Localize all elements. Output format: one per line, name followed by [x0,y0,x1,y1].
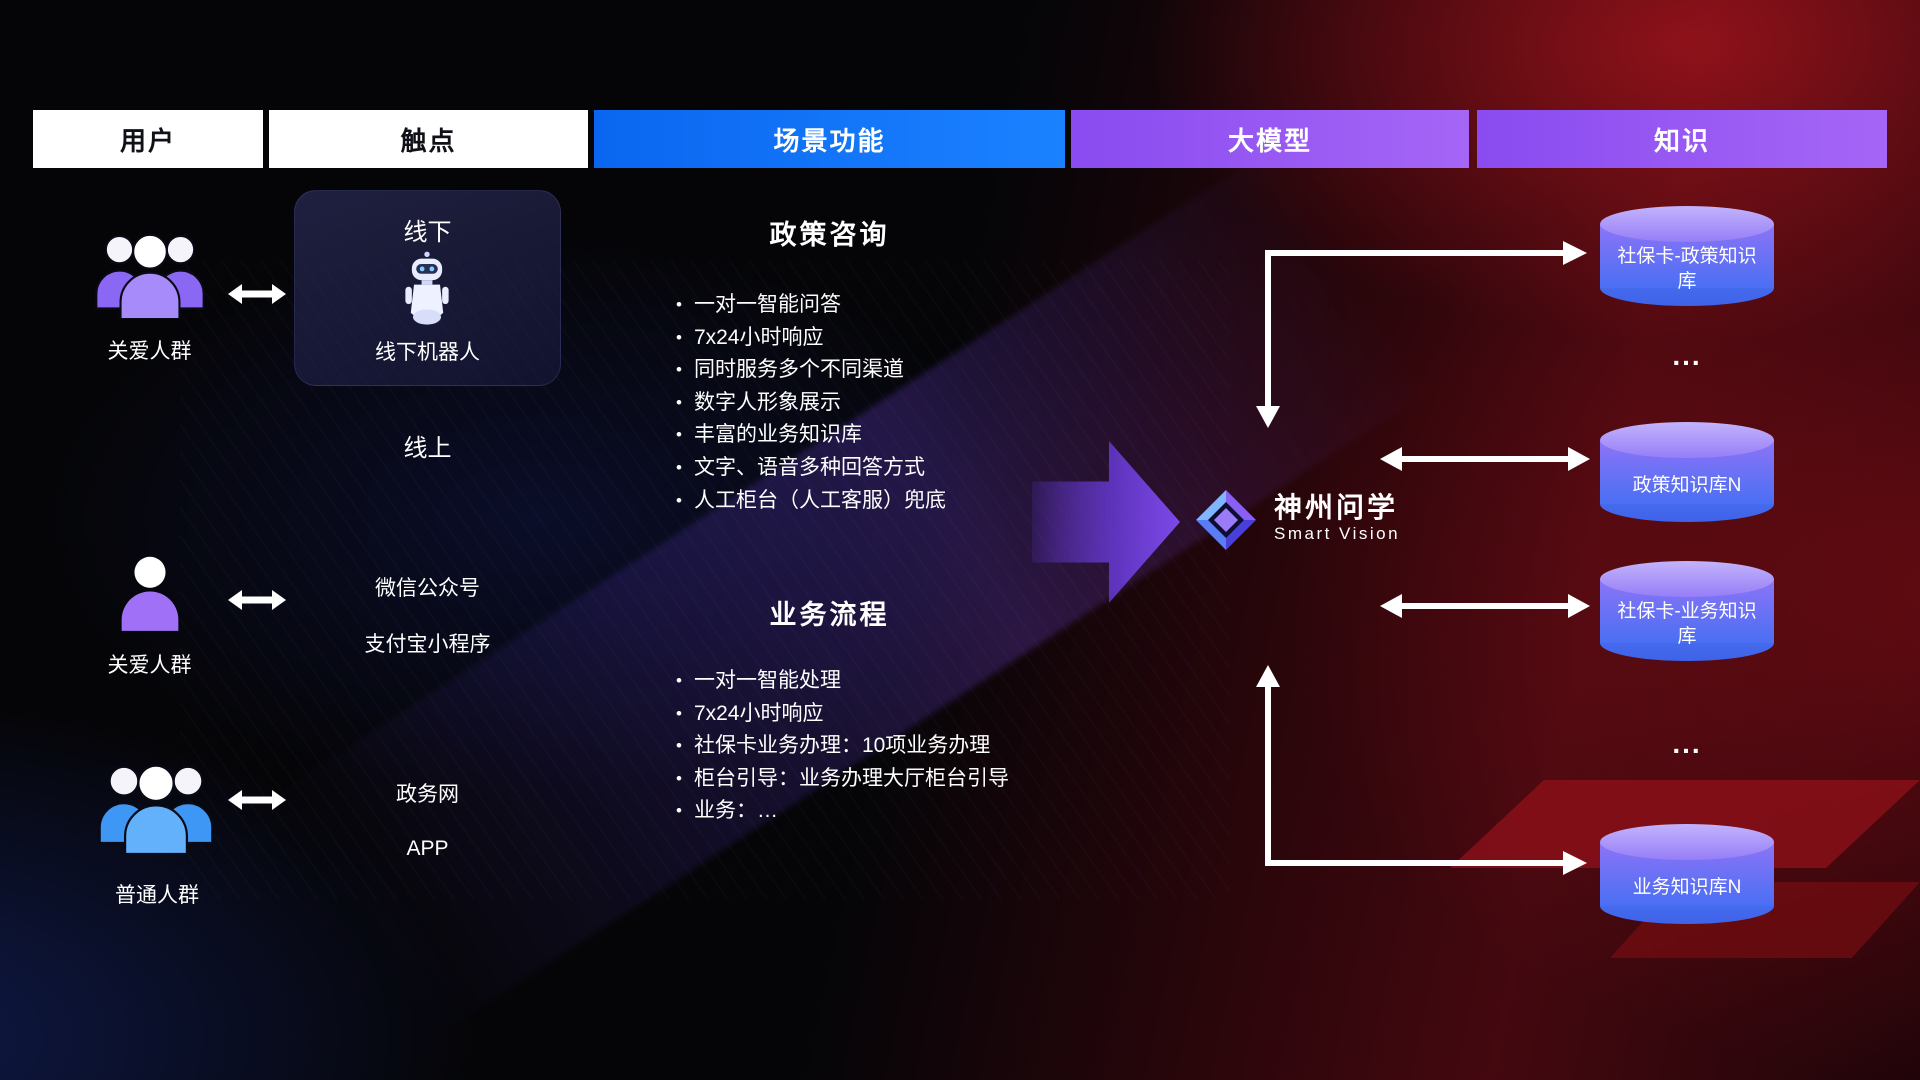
brand-logo-icon [1194,487,1258,553]
list-item: 丰富的业务知识库 [676,419,1096,452]
knowledge-db-business-ssc: 社保卡-业务知识库 [1600,561,1774,661]
user-person-purple-icon [118,552,182,631]
left-right-arrow-icon [228,282,286,306]
ellipsis-label: ... [1672,728,1702,759]
policy-list: 一对一智能问答 7x24小时响应 同时服务多个不同渠道 数字人形象展示 丰富的业… [676,289,1096,517]
list-item: 柜台引导：业务办理大厅柜台引导 [676,763,1106,796]
elbow-arrow-top-icon [1245,228,1595,438]
header-knowledge: 知识 [1477,110,1887,168]
list-item: 7x24小时响应 [676,322,1096,355]
header-model: 大模型 [1071,110,1469,168]
database-label: 业务知识库N [1632,876,1742,898]
header-touchpoint: 触点 [269,110,588,168]
database-label: 政策知识库N [1632,474,1742,496]
user-group-label: 关爱人群 [107,340,192,363]
brand-text-block: 神州问学 Smart Vision [1274,493,1494,545]
robot-icon [403,250,451,330]
left-right-arrow-icon [228,588,286,612]
users-group-purple-icon [92,218,208,321]
user-group-label: 关爱人群 [107,654,192,677]
policy-section-title: 政策咨询 [769,220,890,250]
left-right-arrow-icon [228,788,286,812]
list-item: 一对一智能处理 [676,665,1106,698]
knowledge-db-business-n: 业务知识库N [1600,824,1774,924]
double-arrow-icon [1380,446,1590,472]
database-label: 社保卡-业务知识库 [1617,601,1757,647]
ellipsis-label: ... [1672,340,1702,371]
offline-title: 线下 [403,219,452,246]
online-title: 线上 [403,435,452,462]
double-arrow-icon [1380,593,1590,619]
user-group-label: 普通人群 [115,884,199,907]
gov-web-label: 政务网 [396,783,459,806]
header-scenario: 场景功能 [594,110,1065,168]
list-item: 社保卡业务办理：10项业务办理 [676,730,1106,763]
offline-touchpoint-card [294,190,561,386]
users-group-blue-icon [95,748,217,856]
elbow-arrow-bottom-icon [1245,663,1595,888]
database-label: 社保卡-政策知识库 [1617,246,1757,292]
list-item: 7x24小时响应 [676,698,1106,731]
robot-label: 线下机器人 [375,341,480,364]
list-item: 人工柜台（人工客服）兜底 [676,485,1096,518]
knowledge-db-policy-n: 政策知识库N [1600,422,1774,522]
list-item: 数字人形象展示 [676,387,1096,420]
brand-name: 神州问学 [1274,492,1399,523]
wechat-label: 微信公众号 [375,577,480,600]
list-item: 一对一智能问答 [676,289,1096,322]
list-item: 业务：… [676,795,1106,828]
brand-subtitle: Smart Vision [1274,524,1401,543]
list-item: 同时服务多个不同渠道 [676,354,1096,387]
app-label: APP [406,837,449,860]
list-item: 文字、语音多种回答方式 [676,452,1096,485]
alipay-label: 支付宝小程序 [364,633,491,656]
business-section-title: 业务流程 [769,600,890,630]
knowledge-db-policy-ssc: 社保卡-政策知识库 [1600,206,1774,306]
header-user: 用户 [33,110,263,168]
business-list: 一对一智能处理 7x24小时响应 社保卡业务办理：10项业务办理 柜台引导：业务… [676,665,1106,828]
